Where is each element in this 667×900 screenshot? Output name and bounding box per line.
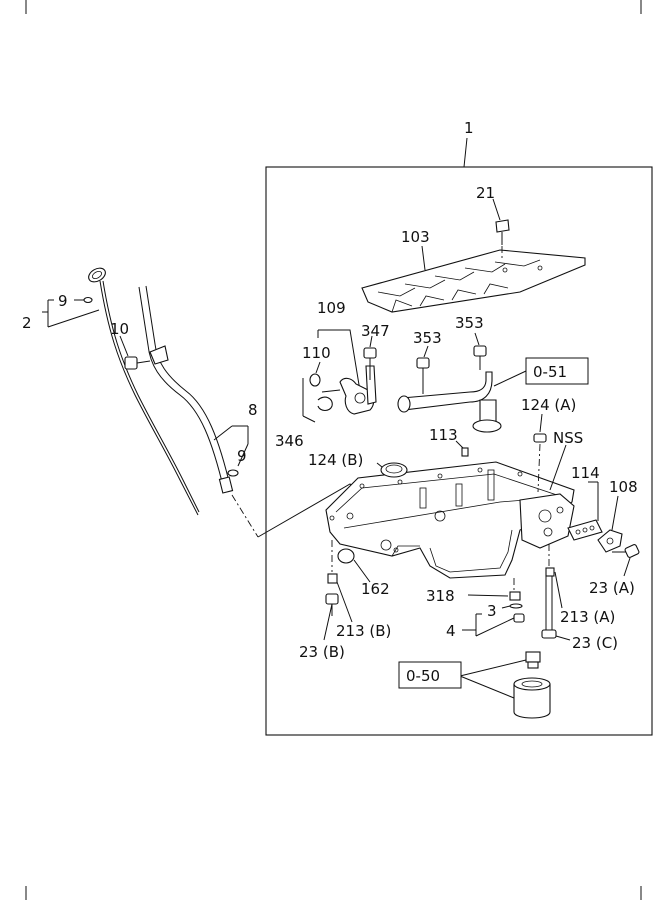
callout-3: 3 xyxy=(487,602,497,620)
plug-124b xyxy=(376,462,408,478)
callout-109: 109 xyxy=(317,299,346,317)
bolt-353-right xyxy=(473,332,487,370)
callout-346: 346 xyxy=(275,432,304,450)
callout-2: 2 xyxy=(22,314,32,332)
strainer-109 xyxy=(317,329,377,415)
baffle-plate xyxy=(361,249,586,313)
callout-8: 8 xyxy=(248,401,258,419)
bolt-347 xyxy=(363,335,377,380)
bolt-23a xyxy=(612,544,640,577)
ref-0-50: 0-50 xyxy=(406,667,440,685)
dipstick-guide-tube xyxy=(138,285,234,494)
callout-23a: 23 (A) xyxy=(589,579,635,597)
callout-nss: NSS xyxy=(553,429,583,447)
callout-9-lower: 9 xyxy=(237,447,247,465)
callout-353-right: 353 xyxy=(455,314,484,332)
cover-108 xyxy=(597,495,623,553)
plug-162 xyxy=(337,548,371,583)
leader-1 xyxy=(463,137,468,168)
callout-113: 113 xyxy=(429,426,458,444)
callout-23c: 23 (C) xyxy=(572,634,618,652)
callout-110: 110 xyxy=(302,344,331,362)
leader-103 xyxy=(421,245,426,271)
plug-4 xyxy=(462,613,525,637)
callout-1: 1 xyxy=(464,119,474,137)
oil-pan xyxy=(325,461,575,579)
leader-110 xyxy=(315,361,321,374)
bolt-23b xyxy=(323,593,339,641)
dipstick xyxy=(88,267,200,516)
o-ring-9-lower xyxy=(227,469,239,477)
bolt-213a xyxy=(545,544,563,630)
callout-213b: 213 (B) xyxy=(336,622,391,640)
callout-labels: 1 21 103 2 9 10 109 347 353 353 110 8 12… xyxy=(22,119,638,661)
callout-114: 114 xyxy=(571,464,600,482)
plug-124a xyxy=(533,413,547,493)
callout-21: 21 xyxy=(476,184,495,202)
callout-108: 108 xyxy=(609,478,638,496)
leader-nss xyxy=(549,444,567,491)
washer-3 xyxy=(501,603,523,609)
drain-plug-318 xyxy=(467,578,521,601)
bolt-10 xyxy=(124,356,151,370)
callout-213a: 213 (A) xyxy=(560,608,615,626)
assembly-frame xyxy=(265,166,653,736)
callout-162: 162 xyxy=(361,580,390,598)
bolt-213b xyxy=(327,540,353,623)
leader-0-51 xyxy=(493,370,527,387)
callout-4: 4 xyxy=(446,622,456,640)
callout-10: 10 xyxy=(110,320,129,338)
ref-box-0-50 xyxy=(398,661,462,689)
callout-353-left: 353 xyxy=(413,329,442,347)
o-ring-9-upper xyxy=(83,296,93,304)
callout-347: 347 xyxy=(361,322,390,340)
pickup-pipe xyxy=(397,371,502,433)
bolt-353-left xyxy=(416,345,430,394)
callout-318: 318 xyxy=(426,587,455,605)
callout-103: 103 xyxy=(401,228,430,246)
bolt-23c xyxy=(541,629,571,641)
gasket-346 xyxy=(302,378,341,423)
o-ring-110 xyxy=(309,373,321,387)
pin-113 xyxy=(455,440,469,457)
crop-marks xyxy=(25,0,642,900)
ref-0-51: 0-51 xyxy=(533,363,567,381)
oil-filter xyxy=(459,651,551,719)
callout-124b: 124 (B) xyxy=(308,451,363,469)
callout-124a: 124 (A) xyxy=(521,396,576,414)
gasket-114 xyxy=(567,481,603,541)
ref-box-0-51 xyxy=(525,357,589,385)
dipstick-leaders xyxy=(42,299,363,538)
callout-23b: 23 (B) xyxy=(299,643,345,661)
callout-9-upper: 9 xyxy=(58,292,68,310)
bolt-21 xyxy=(492,198,510,258)
